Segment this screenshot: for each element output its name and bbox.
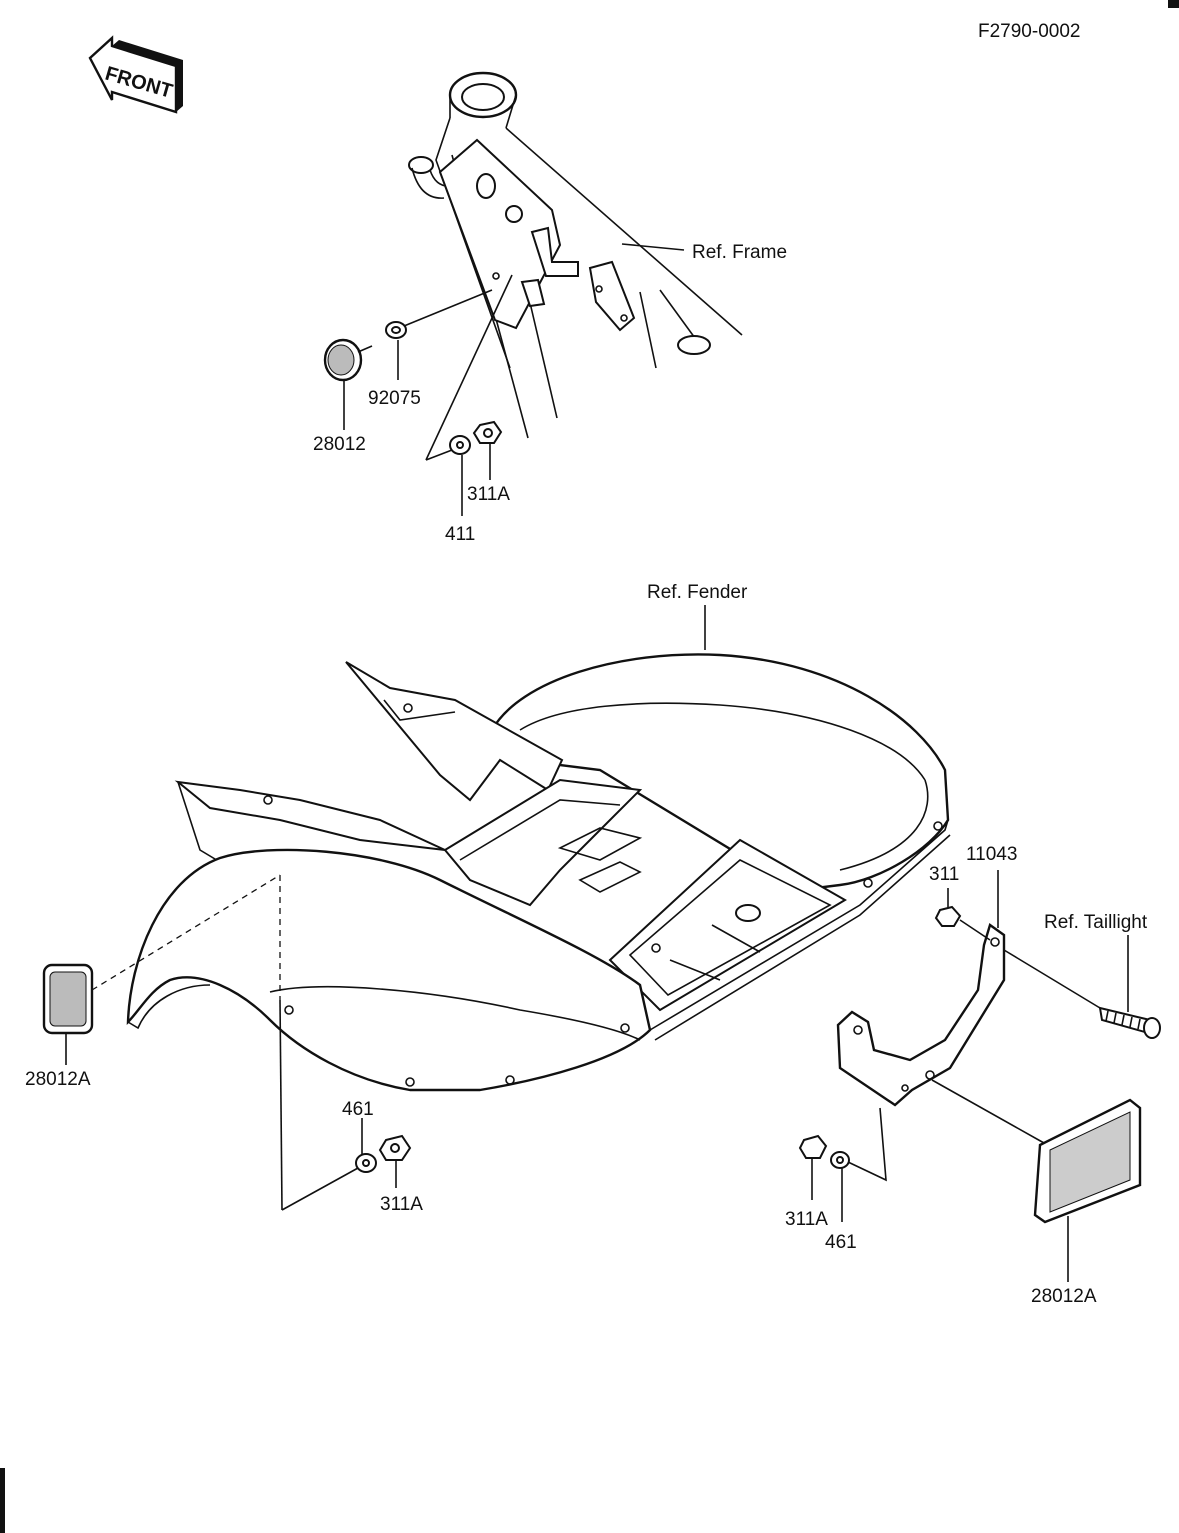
callout-28012: 28012 — [313, 434, 366, 455]
rear-reflector-28012a-right — [1033, 1098, 1142, 1224]
callout-461-left: 461 — [342, 1099, 374, 1120]
callout-28012a-right: 28012A — [1031, 1286, 1097, 1307]
washer-461-left — [355, 1153, 377, 1173]
corner-mark — [1168, 0, 1179, 8]
nut-311a-top — [472, 420, 503, 444]
callout-28012a-left: 28012A — [25, 1069, 91, 1090]
nut-311a-left — [378, 1134, 412, 1161]
callout-311a-left: 311A — [380, 1194, 423, 1215]
callout-311a-right: 311A — [785, 1209, 828, 1230]
washer-92075 — [385, 321, 407, 339]
nut-311a-right — [798, 1134, 828, 1159]
figure-code: F2790-0002 — [978, 21, 1080, 42]
edge-mark — [0, 1468, 5, 1533]
nut-311 — [934, 905, 962, 927]
callout-311a-top: 311A — [467, 484, 510, 505]
taillight-bolt — [1098, 1006, 1161, 1039]
callout-11043: 11043 — [966, 844, 1017, 865]
front-arrow-icon: FRONT — [88, 35, 183, 114]
rear-fender — [126, 653, 951, 1092]
frame-assembly — [408, 71, 743, 439]
callout-92075: 92075 — [368, 388, 421, 409]
ref-taillight-label: Ref. Taillight — [1044, 912, 1148, 933]
ref-fender-label: Ref. Fender — [647, 582, 748, 603]
callout-311: 311 — [929, 864, 959, 885]
side-reflector-28012a-left — [42, 963, 94, 1035]
callout-461-right: 461 — [825, 1232, 857, 1253]
washer-461-right — [830, 1151, 850, 1169]
round-reflector-28012 — [323, 338, 373, 382]
washer-411 — [449, 435, 471, 455]
bracket-11043 — [836, 923, 1006, 1107]
callout-411: 411 — [445, 524, 475, 545]
ref-frame-label: Ref. Frame — [692, 242, 787, 263]
